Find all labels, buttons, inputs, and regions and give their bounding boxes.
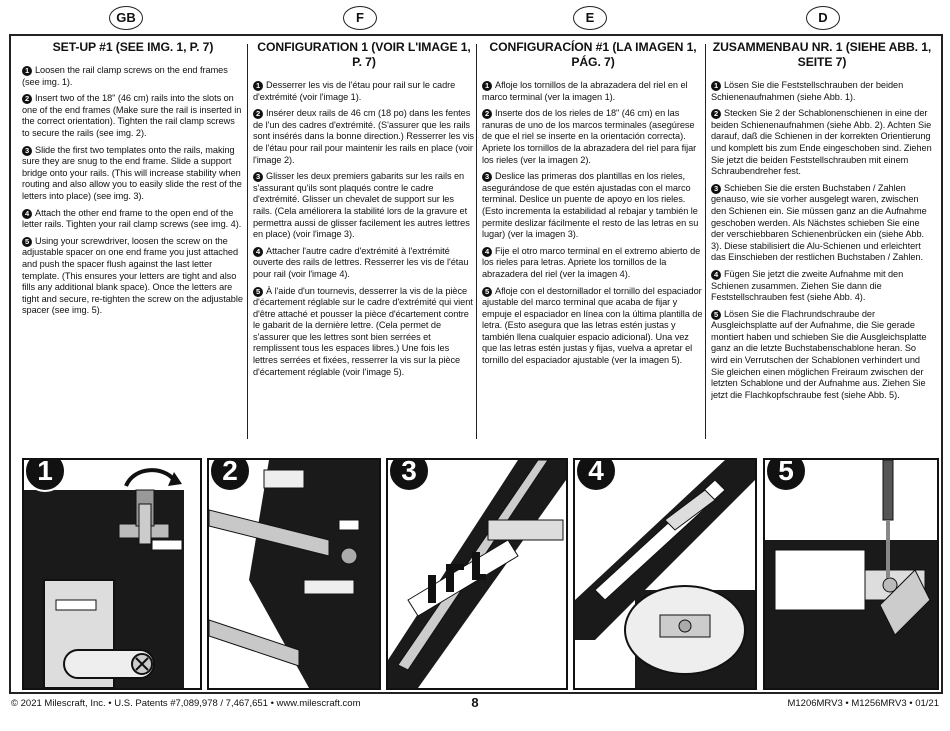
templates-support-bridge-icon — [388, 460, 566, 688]
lang-badge-e: E — [573, 6, 607, 30]
column-divider — [476, 44, 477, 439]
column-spanish: CONFIGURACÍON #1 (LA IMAGEN 1, PÁG. 7) 1… — [482, 36, 704, 440]
step-number-icon: 3 — [253, 172, 263, 183]
step-number-icon: 3 — [711, 183, 721, 194]
step-number-icon: 5 — [253, 286, 263, 297]
column-divider — [705, 44, 706, 439]
illustration-panel-1: 1 — [22, 458, 202, 690]
illustration-panel-4: 4 — [573, 458, 757, 690]
column-heading: CONFIGURACÍON #1 (LA IMAGEN 1, PÁG. 7) — [489, 40, 697, 69]
column-divider — [247, 44, 248, 439]
column-heading: SET-UP #1 (SEE IMG. 1, P. 7) — [52, 40, 214, 54]
lang-badge-gb: GB — [109, 6, 143, 30]
image-number-badge: 5 — [765, 460, 807, 492]
lang-badge-d: D — [806, 6, 840, 30]
step-number-icon: 1 — [253, 81, 263, 91]
step-number-icon: 4 — [711, 269, 721, 280]
step-number-icon: 4 — [253, 246, 263, 257]
step-number-icon: 3 — [22, 145, 32, 156]
column-german: ZUSAMMENBAU NR. 1 (SIEHE ABB. 1, SEITE 7… — [711, 36, 933, 440]
column-heading: CONFIGURATION 1 (VOIR L'IMAGE 1, P. 7) — [257, 40, 471, 69]
step-number-icon: 2 — [482, 109, 492, 120]
step-number-icon: 1 — [482, 81, 492, 91]
step-number-icon: 3 — [482, 172, 492, 183]
step-number-icon: 2 — [711, 109, 721, 120]
lang-badge-f: F — [343, 6, 377, 30]
image-number-badge: 4 — [575, 460, 617, 492]
page-number: 8 — [471, 695, 479, 710]
rails-end-frame-icon — [209, 460, 379, 688]
step-number-icon: 4 — [482, 246, 492, 257]
image-number-badge: 3 — [388, 460, 430, 492]
column-heading: ZUSAMMENBAU NR. 1 (SIEHE ABB. 1, SEITE 7… — [712, 40, 932, 69]
step-number-icon: 5 — [22, 236, 32, 247]
column-french: CONFIGURATION 1 (VOIR L'IMAGE 1, P. 7) 1… — [253, 36, 475, 440]
page-frame — [9, 34, 943, 694]
step-number-icon: 5 — [482, 286, 492, 297]
step-number-icon: 5 — [711, 309, 721, 320]
illustration-panel-2: 2 — [207, 458, 381, 690]
illustration-panel-5: 5 — [763, 458, 939, 690]
rail-clamp-screw-icon — [24, 468, 184, 688]
step-number-icon: 1 — [711, 81, 721, 91]
step-number-icon: 1 — [22, 66, 32, 76]
step-number-icon: 2 — [22, 94, 32, 105]
model-number-footer: M1206MRV3 • M1256MRV3 • 01/21 — [787, 698, 939, 709]
screwdriver-spacer-icon — [765, 460, 937, 688]
step-number-icon: 2 — [253, 109, 263, 120]
illustration-panel-3: 3 — [386, 458, 568, 690]
copyright-footer: © 2021 Milescraft, Inc. • U.S. Patents #… — [11, 698, 361, 709]
step-number-icon: 4 — [22, 208, 32, 219]
end-frame-attached-icon — [575, 460, 755, 688]
